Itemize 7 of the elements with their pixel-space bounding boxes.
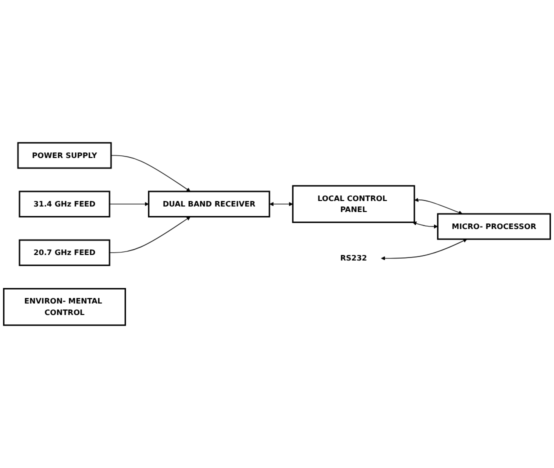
arrow	[109, 202, 149, 206]
arrow	[269, 202, 293, 206]
arrow	[412, 222, 438, 229]
arrow	[414, 198, 463, 214]
arrow	[109, 216, 191, 254]
arrow	[381, 238, 468, 260]
arrow	[110, 155, 191, 192]
